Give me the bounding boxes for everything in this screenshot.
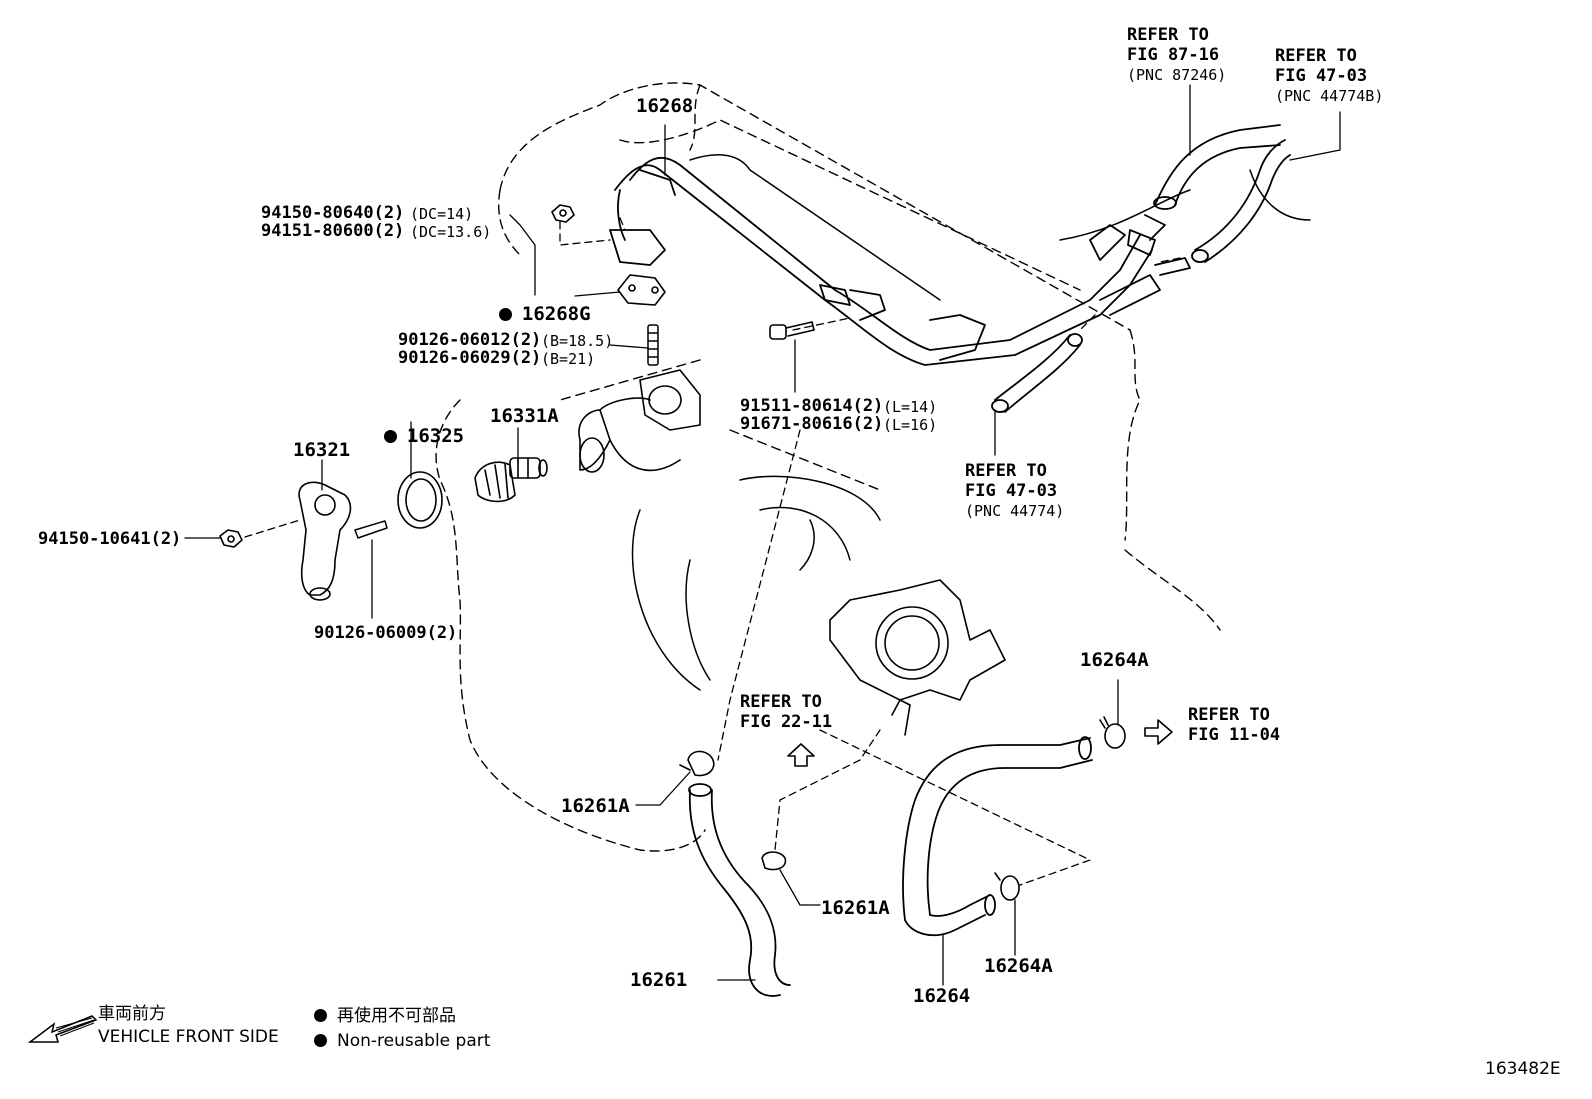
hose-87246 [1153,124,1281,210]
label-94150-80640: 94150-80640(2) [261,203,405,223]
non-reusable-legend-jp: 再使用不可部品 [314,1005,456,1027]
refer-arrow-fig-11-04 [1144,719,1173,745]
note-l-16: (L=16) [883,416,938,434]
refer-arrow-fig-22-11 [787,743,815,767]
water-inlet-housing [578,369,701,473]
refer-fig: FIG 22-11 [740,712,833,732]
refer-fig: FIG 47-03 [1275,66,1368,86]
label-90126-06009: 90126-06009(2) [314,623,458,643]
label-91671-80616: 91671-80616(2) [740,414,884,434]
legend-text: Non-reusable part [337,1031,491,1051]
clamp-16264a-bottom [994,872,1020,901]
legend-dot [314,1034,327,1047]
label-16264a-bottom: 16264A [984,955,1053,977]
note-dc-14: (DC=14) [410,205,474,223]
refer-line: REFER TO [1127,25,1209,45]
label-90126-06012: 90126-06012(2) [398,330,542,350]
bypass-pipe-16268 [609,156,1191,366]
note-l-14: (L=14) [883,398,938,416]
refer-fig: FIG 87-16 [1127,45,1220,65]
legend-text: 再使用不可部品 [337,1006,456,1026]
vehicle-front-label-jp: 車両前方 [98,1004,166,1024]
label-16325: 16325 [361,406,464,446]
refer-fig: FIG 47-03 [965,481,1058,501]
label-16264a-top: 16264A [1080,649,1149,671]
assembly-dashed-lines [244,217,1181,886]
gasket-16268g [617,274,666,306]
label-94151-80600: 94151-80600(2) [261,221,405,241]
refer-line: REFER TO [1188,705,1270,725]
leader-lines [184,84,1341,986]
refer-fig: FIG 11-04 [1188,725,1281,745]
non-reusable-legend-en: Non-reusable part [314,1030,490,1052]
label-91511-80614: 91511-80614(2) [740,396,884,416]
hose-16261 [688,783,791,997]
water-inlet-16321 [298,481,352,601]
label-16264: 16264 [913,985,971,1007]
label-16268g: 16268G [476,284,591,324]
label-16261a-right: 16261A [821,897,890,919]
clamp-16261a-bottom [761,851,787,871]
label-90126-06029: 90126-06029(2) [398,348,542,368]
bolt-91511-80614 [769,321,815,340]
nut-94150-80640 [551,204,575,223]
legend-dot [314,1009,327,1022]
engine-outline [435,82,1221,852]
stud-90126-06009 [354,520,388,539]
clamp-16264a-top [1099,716,1126,749]
label-16261a-left: 16261A [561,795,630,817]
nut-94150-10641 [219,529,243,548]
stud-90126-06012 [647,324,659,366]
front-arrow-icon [27,1015,98,1043]
label-16321: 16321 [293,439,351,461]
label-16331a: 16331A [490,405,559,427]
throttle-body [829,579,1006,736]
refer-line: REFER TO [740,692,822,712]
note-b-18-5: (B=18.5) [541,332,614,350]
refer-line: REFER TO [1275,46,1357,66]
engine-solid-lines [631,154,1311,691]
label-16268g-text: 16268G [521,303,591,325]
non-reusable-marker [498,308,512,321]
non-reusable-marker [383,430,397,443]
refer-pnc: (PNC 87246) [1127,66,1227,84]
label-94150-10641: 94150-10641(2) [38,529,182,549]
hose-44774 [991,333,1083,413]
thermostat-16331a [474,457,548,503]
label-16261: 16261 [630,969,688,991]
figure-id: 163482E [1485,1059,1561,1079]
refer-pnc: (PNC 44774) [965,502,1065,520]
label-16268: 16268 [636,95,694,117]
note-b-21: (B=21) [541,350,596,368]
refer-line: REFER TO [965,461,1047,481]
refer-pnc: (PNC 44774B) [1275,87,1384,105]
gasket-16325 [397,471,443,529]
label-16325-text: 16325 [406,425,465,447]
note-dc-13-6: (DC=13.6) [410,223,492,241]
vehicle-front-label-en: VEHICLE FRONT SIDE [98,1027,279,1047]
hose-16264 [902,736,1093,937]
hose-44774b [1191,139,1291,263]
clamp-16261a-top [679,750,715,777]
